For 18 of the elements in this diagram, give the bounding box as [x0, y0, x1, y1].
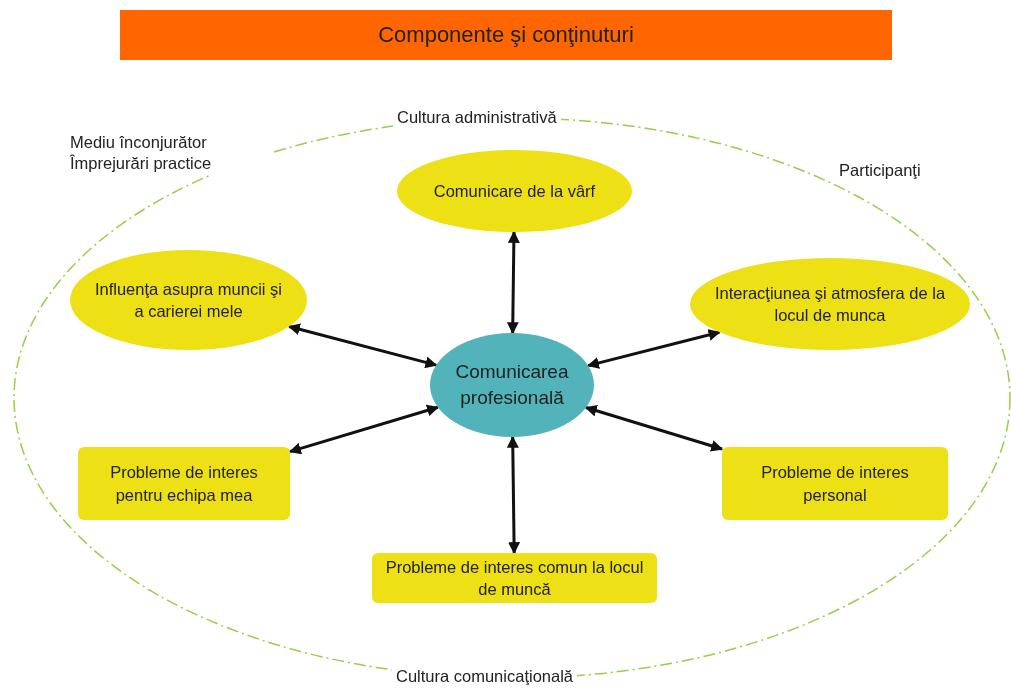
node-text: Comunicarea profesională [454, 360, 570, 410]
double-arrow [288, 404, 440, 455]
node-text: Probleme de interes pentru echipa mea [109, 462, 259, 506]
title-banner: Componente şi conţinuturi [120, 10, 892, 60]
node-text: Influenţa asupra muncii şi a carierei mele [93, 278, 284, 322]
rounded-box [722, 447, 948, 520]
rounded-box [78, 447, 290, 520]
node-text: Interacţiunea şi atmosfera de la locul de munca [713, 282, 947, 326]
double-arrow [506, 230, 520, 335]
boundary-label: Cultura comunicaţională [392, 666, 577, 688]
double-arrow [287, 323, 438, 369]
double-arrow [506, 435, 521, 555]
double-arrow [586, 329, 721, 369]
rounded-box [372, 553, 657, 603]
node-text: Comunicare de la vârf [433, 180, 596, 202]
node-text: Probleme de interes personal [760, 462, 910, 506]
node-text: Probleme de interes comun la locul de muncă [384, 556, 645, 600]
double-arrow [584, 404, 724, 452]
